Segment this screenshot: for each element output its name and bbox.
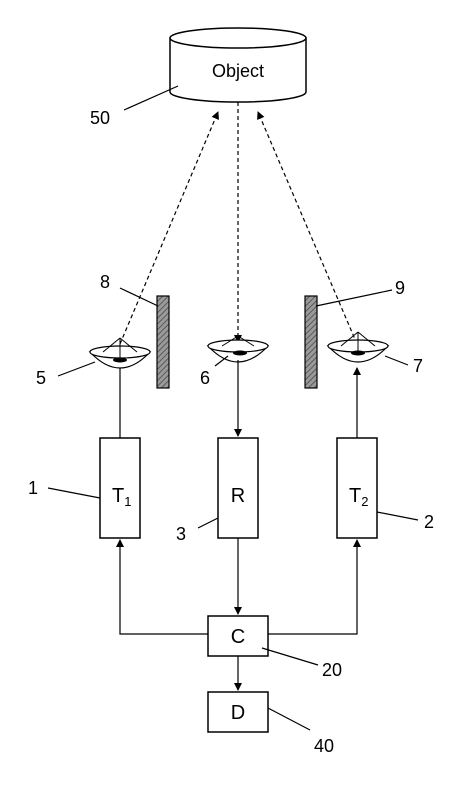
object-label: Object <box>212 61 264 81</box>
object-cylinder: Object <box>169 27 307 103</box>
block-r-label: R <box>231 485 245 507</box>
t2-ref: 2 <box>424 512 434 532</box>
lens-left-leader <box>57 361 96 377</box>
lens-center <box>206 335 270 363</box>
object-ref: 50 <box>90 108 110 128</box>
lens-center-leader <box>214 355 229 367</box>
lens-right-leader <box>384 355 409 366</box>
c-ref: 20 <box>322 660 342 680</box>
lens-center-ref: 6 <box>200 368 210 388</box>
block-t1 <box>99 437 141 539</box>
lens-right <box>326 331 390 363</box>
lens-left <box>88 337 152 369</box>
block-d-label: D <box>231 702 245 724</box>
t2-leader <box>376 511 419 521</box>
block-t1-label: T1 <box>112 485 131 509</box>
c-to-t1-arrow <box>116 539 208 635</box>
block-t2-label: T2 <box>349 485 368 509</box>
beam-right-up <box>257 111 358 345</box>
d-leader <box>267 707 311 731</box>
shield-left <box>156 295 170 389</box>
shield-left-ref: 8 <box>100 272 110 292</box>
d-ref: 40 <box>314 736 334 756</box>
block-c-label: C <box>231 626 245 648</box>
t1-ref: 1 <box>28 478 38 498</box>
lens-left-ref: 5 <box>36 368 46 388</box>
r-ref: 3 <box>176 524 186 544</box>
lens-right-ref: 7 <box>413 356 423 376</box>
shield-right <box>304 295 318 389</box>
c-to-t2-arrow <box>268 539 361 635</box>
block-t2 <box>336 437 378 539</box>
shield-right-leader <box>315 289 393 307</box>
t1-leader <box>47 487 101 499</box>
r-leader <box>197 517 219 529</box>
c-leader <box>261 647 319 666</box>
shield-left-leader <box>119 287 159 307</box>
shield-right-ref: 9 <box>395 278 405 298</box>
block-d <box>207 691 269 733</box>
object-leader <box>123 85 179 111</box>
